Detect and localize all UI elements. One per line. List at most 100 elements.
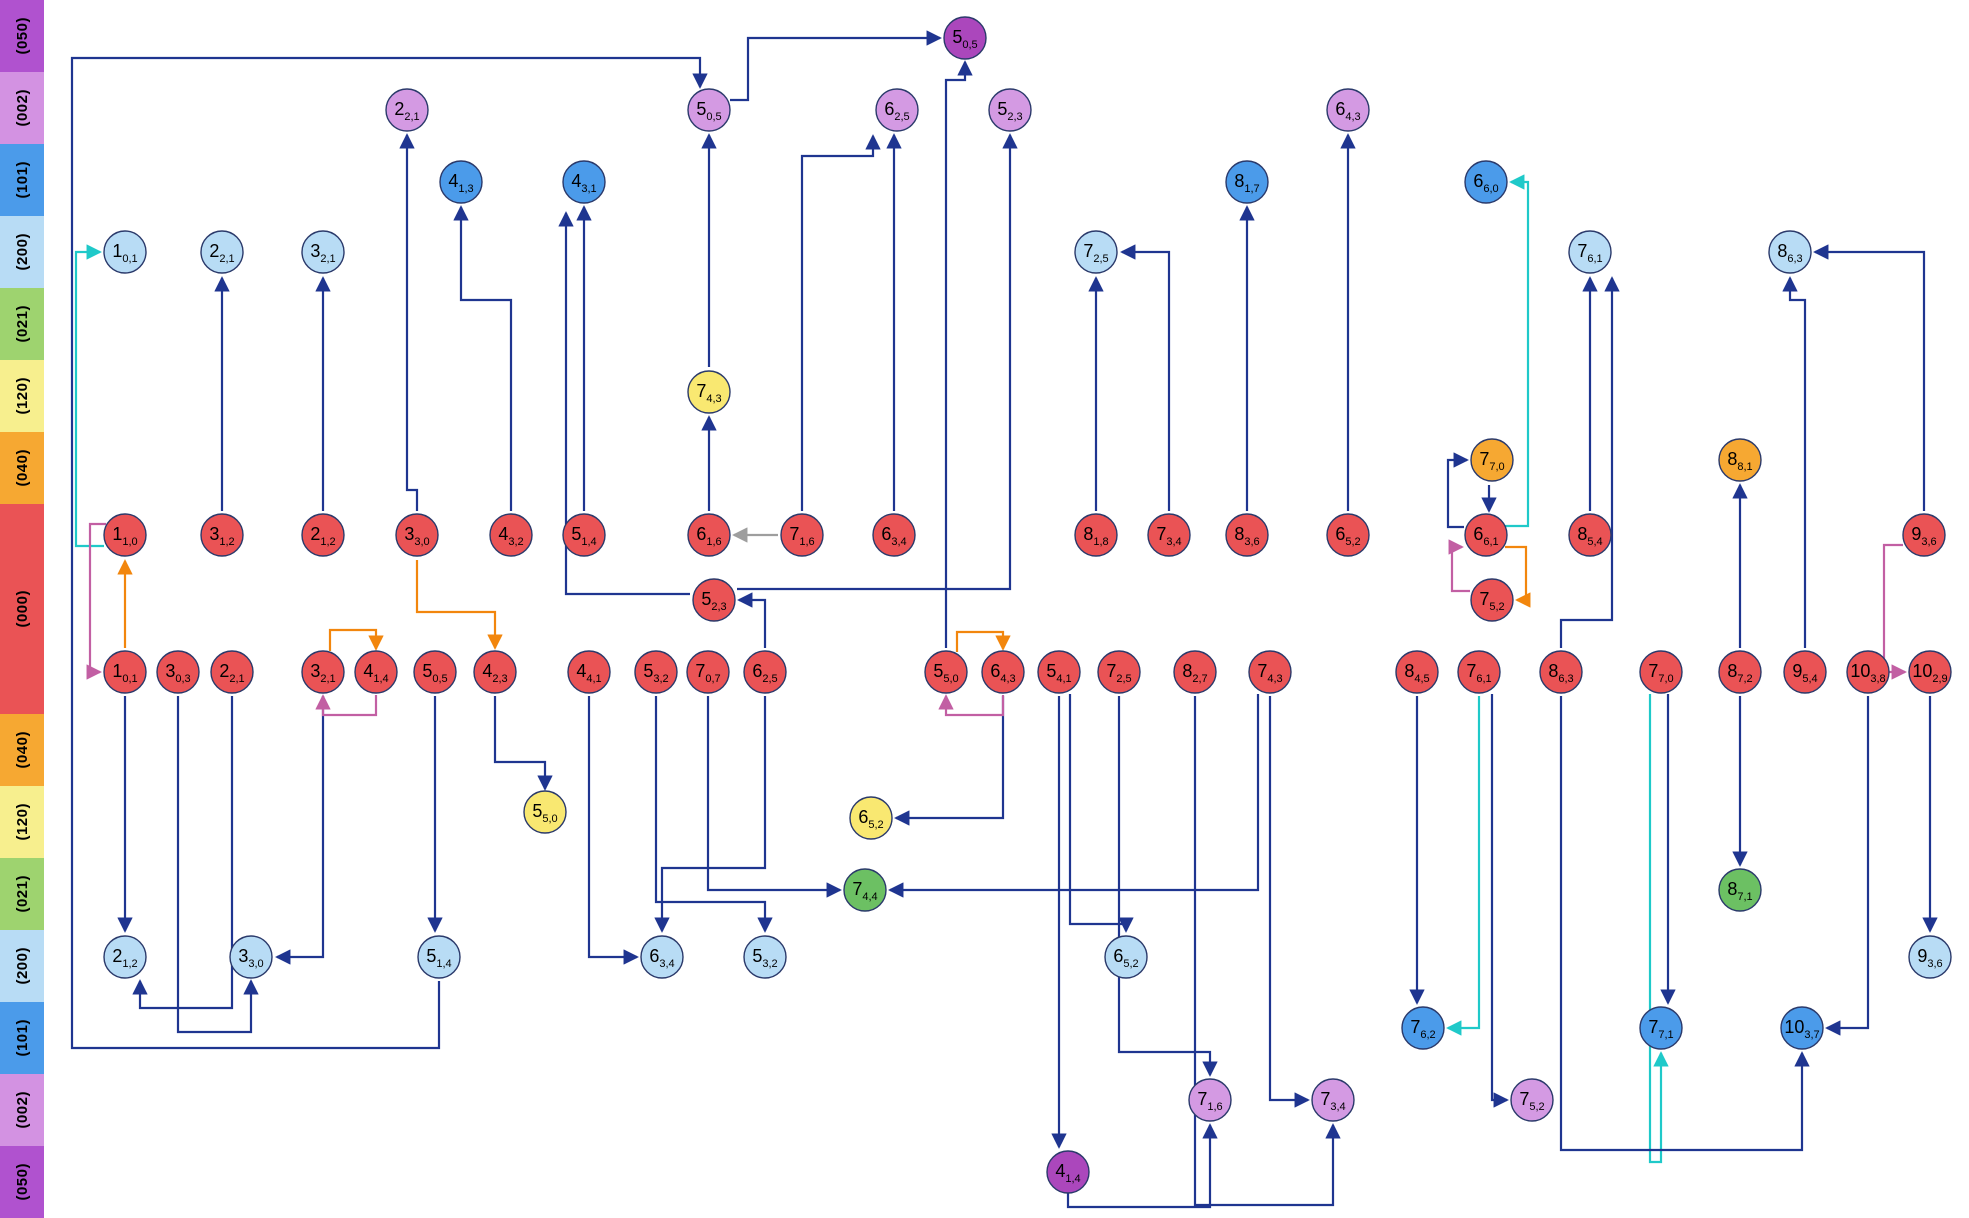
- node-circle: [1037, 650, 1081, 694]
- node-circle: [1401, 1006, 1445, 1050]
- sidebar-band: (101): [0, 144, 44, 216]
- sidebar-band: (040): [0, 714, 44, 786]
- node-circle: [1718, 868, 1762, 912]
- node-circle: [562, 160, 606, 204]
- graph-node: 21,2: [301, 513, 345, 557]
- graph-node: 55,0: [924, 650, 968, 694]
- node-circle: [103, 230, 147, 274]
- node-circle: [1783, 650, 1827, 694]
- graph-node: 85,4: [1568, 513, 1612, 557]
- graph-edge: [800, 134, 881, 511]
- graph-node: 86,3: [1768, 230, 1812, 274]
- graph-node: 87,1: [1718, 868, 1762, 912]
- node-label: 53,2: [643, 661, 668, 685]
- node-label: 74,3: [1257, 661, 1282, 685]
- graph-node: 43,2: [489, 513, 533, 557]
- node-label: 70,7: [695, 661, 720, 685]
- graph-node: 41,3: [439, 160, 483, 204]
- node-label: 31,2: [209, 524, 234, 548]
- node-label: 30,3: [165, 661, 190, 685]
- node-label: 43,1: [571, 171, 596, 195]
- graph-node: 62,5: [743, 650, 787, 694]
- node-circle: [1104, 935, 1148, 979]
- graph-edge: [737, 133, 1018, 591]
- graph-edge: [1446, 696, 1481, 1036]
- node-label: 86,3: [1548, 661, 1573, 685]
- node-circle: [1846, 650, 1890, 694]
- graph-node: 66,0: [1464, 160, 1508, 204]
- node-label: 103,7: [1784, 1017, 1819, 1041]
- graph-edge: [1066, 1123, 1218, 1209]
- node-label: 66,1: [1473, 524, 1498, 548]
- graph-edge: [328, 628, 384, 651]
- graph-node: 50,5: [943, 16, 987, 60]
- graph-node: 77,0: [1470, 438, 1514, 482]
- graph-node: 83,6: [1225, 513, 1269, 557]
- graph-node: 87,2: [1718, 650, 1762, 694]
- node-circle: [875, 88, 919, 132]
- node-label: 51,4: [426, 946, 451, 970]
- node-circle: [743, 935, 787, 979]
- graph-node: 30,3: [156, 650, 200, 694]
- node-circle: [1173, 650, 1217, 694]
- graph-edge: [1068, 694, 1134, 933]
- graph-node: 66,1: [1464, 513, 1508, 557]
- node-label: 102,9: [1912, 661, 1947, 685]
- node-label: 83,6: [1234, 524, 1259, 548]
- graph-node: 65,2: [1326, 513, 1370, 557]
- graph-edge: [558, 211, 690, 596]
- graph-node: 65,2: [849, 796, 893, 840]
- node-circle: [103, 513, 147, 557]
- node-circle: [103, 650, 147, 694]
- node-circle: [1908, 650, 1952, 694]
- node-circle: [780, 513, 824, 557]
- graph-node: 61,6: [687, 513, 731, 557]
- graph-node: 74,3: [687, 370, 731, 414]
- node-label: 77,0: [1479, 449, 1504, 473]
- graph-edge: [176, 696, 259, 1034]
- graph-node: 95,4: [1783, 650, 1827, 694]
- node-circle: [417, 935, 461, 979]
- band-legend-sidebar: (050)(002)(101)(200)(021)(120)(040)(000)…: [0, 0, 44, 1218]
- graph-edge: [894, 696, 1005, 826]
- graph-node: 76,1: [1457, 650, 1501, 694]
- graph-edge: [587, 696, 639, 965]
- sidebar-band: (050): [0, 1146, 44, 1218]
- graph-node: 43,1: [562, 160, 606, 204]
- node-circle: [1539, 650, 1583, 694]
- graph-edge: [1120, 244, 1171, 511]
- graph-node: 63,4: [872, 513, 916, 557]
- graph-node: 32,1: [301, 230, 345, 274]
- node-label: 84,5: [1404, 661, 1429, 685]
- node-circle: [1326, 88, 1370, 132]
- node-circle: [301, 230, 345, 274]
- node-circle: [1225, 513, 1269, 557]
- node-label: 65,2: [858, 807, 883, 831]
- node-label: 55,0: [933, 661, 958, 685]
- node-circle: [743, 650, 787, 694]
- node-label: 50,5: [696, 99, 721, 123]
- graph-edge: [493, 696, 553, 791]
- node-circle: [687, 88, 731, 132]
- node-label: 65,2: [1113, 946, 1138, 970]
- node-label: 86,3: [1777, 241, 1802, 265]
- node-label: 64,3: [990, 661, 1015, 685]
- graph-node: 74,3: [1248, 650, 1292, 694]
- node-circle: [943, 16, 987, 60]
- node-circle: [395, 513, 439, 557]
- graph-edge: [1882, 543, 1907, 680]
- node-label: 55,0: [532, 801, 557, 825]
- node-circle: [1395, 650, 1439, 694]
- graph-edge: [706, 696, 842, 898]
- graph-node: 32,1: [301, 650, 345, 694]
- graph-edge: [955, 630, 1011, 652]
- graph-node: 41,4: [354, 650, 398, 694]
- node-label: 65,2: [1335, 524, 1360, 548]
- node-label: 22,1: [219, 661, 244, 685]
- graph-edge: [888, 694, 1260, 898]
- node-circle: [200, 230, 244, 274]
- node-label: 74,4: [852, 879, 877, 903]
- graph-node: 33,0: [395, 513, 439, 557]
